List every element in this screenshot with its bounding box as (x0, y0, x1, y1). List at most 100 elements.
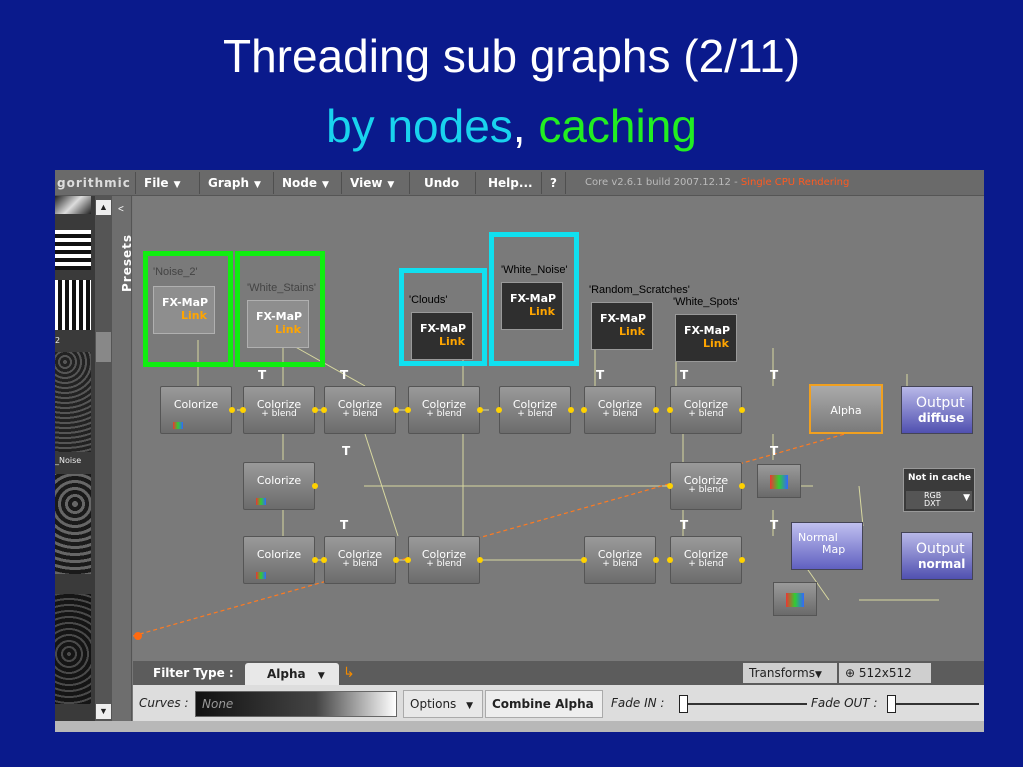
input-port[interactable] (405, 407, 411, 413)
output-port[interactable] (739, 557, 745, 563)
colorize-node[interactable]: Colorize (160, 386, 235, 434)
texture-thumbnail-strip[interactable]: 2 _Noise (55, 196, 95, 721)
jump-arrow-icon[interactable]: ↳ (343, 665, 355, 681)
output-port[interactable] (312, 557, 318, 563)
output-port[interactable] (312, 407, 318, 413)
slider-knob[interactable] (679, 695, 688, 713)
colorize-blend-node[interactable]: Colorize+ blend (581, 386, 659, 434)
menu-view[interactable]: View▼ (341, 172, 402, 194)
tile-mark: T (770, 518, 779, 532)
fx-name: FX-MaP (684, 324, 731, 337)
menu-node[interactable]: Node▼ (273, 172, 337, 194)
input-port[interactable] (667, 557, 673, 563)
input-port[interactable] (496, 407, 502, 413)
undo-button[interactable]: Undo (409, 172, 473, 194)
colorize-blend-node[interactable]: Colorize+ blend (405, 536, 483, 584)
node-label: Colorize (421, 548, 467, 561)
fade-out-slider[interactable] (887, 693, 979, 715)
status-strip (55, 721, 984, 732)
output-port[interactable] (568, 407, 574, 413)
output-port[interactable] (653, 407, 659, 413)
colorize-blend-node[interactable]: Colorize+ blend (667, 462, 745, 510)
curves-field[interactable]: None (195, 691, 397, 717)
fx-name: FX-MaP (420, 322, 467, 335)
node-label: Colorize (421, 398, 467, 411)
filter-type-dropdown[interactable]: Alpha ▼ (245, 663, 339, 685)
cache-dxt: DXT (924, 499, 941, 508)
resolution-selector[interactable]: ⊕ 512x512 (839, 663, 931, 683)
input-port[interactable] (667, 407, 673, 413)
input-port[interactable] (321, 407, 327, 413)
input-port[interactable] (405, 557, 411, 563)
node-label: Colorize (337, 398, 383, 411)
thumbnail-scrollbar[interactable]: ▲ ▼ (95, 196, 112, 721)
scroll-down-icon[interactable]: ▼ (96, 704, 111, 719)
input-port[interactable] (321, 557, 327, 563)
chevron-down-icon[interactable]: ▼ (963, 493, 970, 503)
thumbnail-stripes-horizontal[interactable] (55, 230, 91, 270)
fx-name: FX-MaP (162, 296, 209, 309)
colorize-blend-node[interactable]: Colorize+ blend (667, 386, 745, 434)
menu-graph[interactable]: Graph▼ (199, 172, 269, 194)
colorize-blend-node[interactable]: Colorize+ blend (667, 536, 745, 584)
subtitle-by-nodes: by nodes (326, 100, 513, 152)
scroll-up-icon[interactable]: ▲ (96, 200, 111, 215)
channel-node[interactable] (773, 582, 817, 616)
presets-label: Presets (120, 233, 135, 293)
input-port[interactable] (667, 483, 673, 489)
output-port[interactable] (477, 407, 483, 413)
thumbnail-noise[interactable] (55, 474, 91, 574)
transforms-dropdown[interactable]: Transforms▼ (743, 663, 837, 683)
menu-file[interactable]: File▼ (135, 172, 188, 194)
collapse-icon[interactable]: < (118, 204, 124, 215)
input-port[interactable] (581, 557, 587, 563)
colorize-blend-node[interactable]: Colorize+ blend (240, 386, 318, 434)
colorize-blend-node[interactable]: Colorize+ blend (405, 386, 483, 434)
colorize-blend-node[interactable]: Colorize+ blend (321, 386, 399, 434)
input-port[interactable] (240, 407, 246, 413)
presets-panel[interactable]: < Presets (112, 196, 135, 721)
output-port[interactable] (477, 557, 483, 563)
output-port[interactable] (312, 483, 318, 489)
about-button[interactable]: ? (541, 172, 566, 194)
menu-bar: gorithmic File▼ Graph▼ Node▼ View▼ Undo … (55, 170, 984, 196)
input-port[interactable] (581, 407, 587, 413)
slide-title: Threading sub graphs (2/11) (222, 30, 801, 82)
fade-in-slider[interactable] (679, 693, 807, 715)
slider-knob[interactable] (887, 695, 896, 713)
output-port[interactable] (229, 407, 235, 413)
colorize-node[interactable]: Colorize (243, 536, 318, 584)
output-port[interactable] (393, 557, 399, 563)
scroll-thumb[interactable] (96, 332, 111, 362)
colorize-blend-node[interactable]: Colorize+ blend (496, 386, 574, 434)
thumbnail-noise[interactable] (55, 352, 91, 452)
combine-alpha-button[interactable]: Combine Alpha (485, 690, 603, 718)
curves-label: Curves : (139, 696, 189, 710)
thumbnail-noise[interactable] (55, 594, 91, 704)
cache-selector[interactable] (906, 491, 972, 509)
output-port[interactable] (393, 407, 399, 413)
output-port[interactable] (739, 483, 745, 489)
output-port[interactable] (739, 407, 745, 413)
options-dropdown[interactable]: Options ▼ (403, 690, 483, 718)
thumbnail-stripes-vertical[interactable] (55, 280, 91, 330)
menu-help[interactable]: Help... (475, 172, 545, 194)
colorize-blend-node[interactable]: Colorize+ blend (581, 536, 659, 584)
output-port[interactable] (653, 557, 659, 563)
colorize-blend-node[interactable]: Colorize+ blend (321, 536, 399, 584)
thumbnail-gradient[interactable] (55, 196, 91, 214)
alpha-node[interactable]: Alpha (809, 384, 883, 434)
colorize-node[interactable]: Colorize (243, 462, 318, 510)
channel-node[interactable] (757, 464, 801, 498)
